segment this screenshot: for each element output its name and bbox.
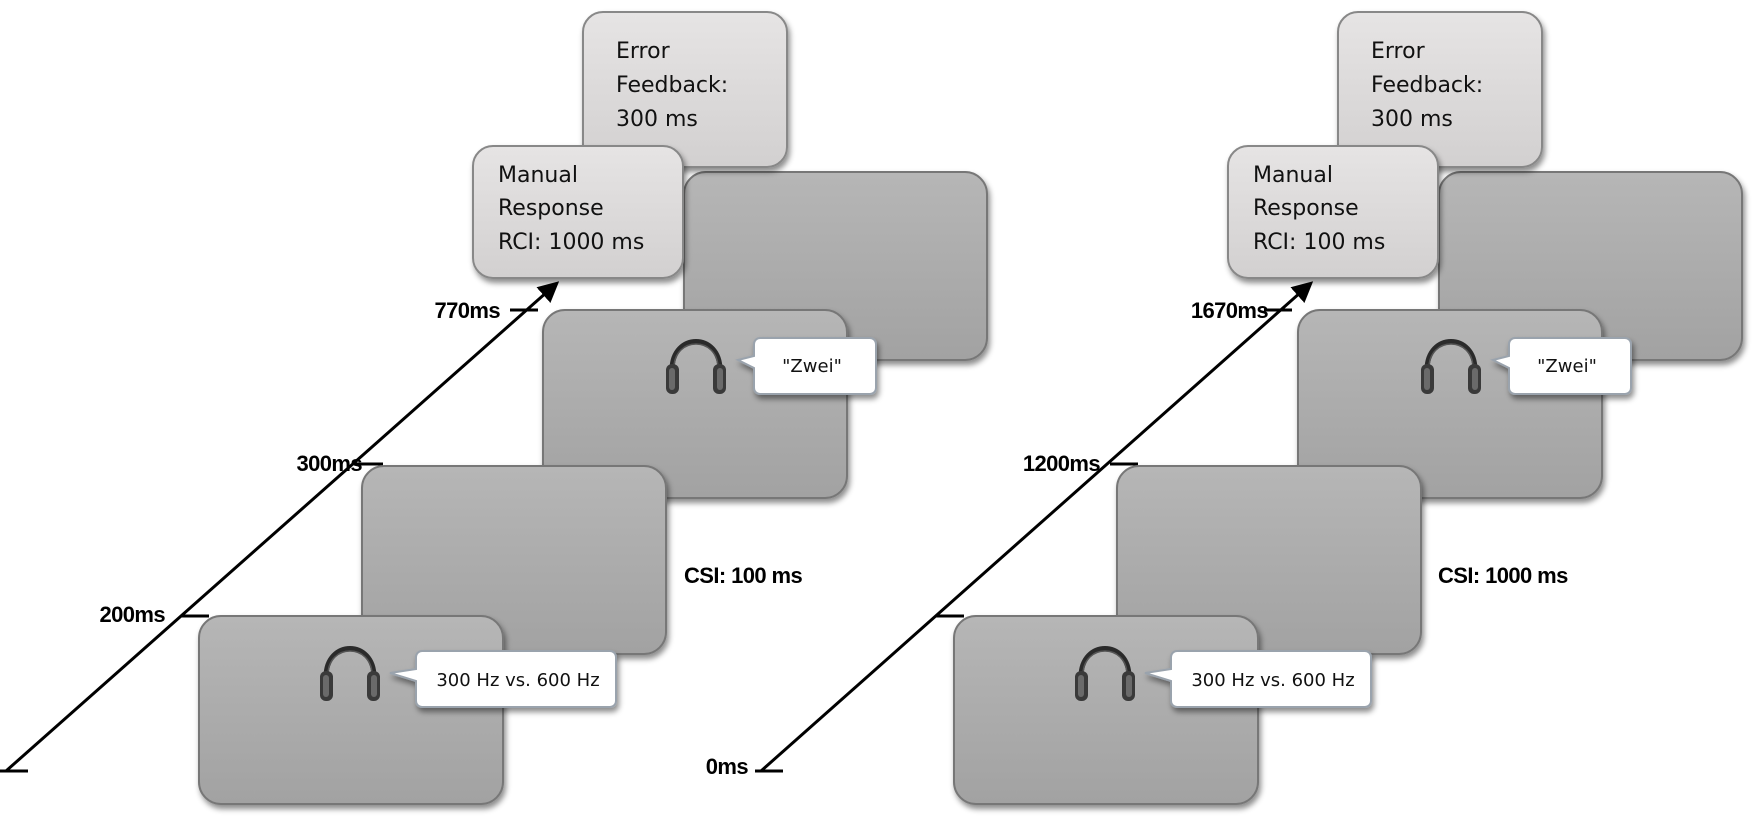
error-feedback-label: 300 ms [1371,107,1453,132]
time-tick-label: 200ms [99,602,165,627]
time-tick-label: 1200ms [1023,451,1101,476]
error-feedback-label: 300 ms [616,107,698,132]
csi-label: CSI: 100 ms [684,563,802,588]
time-tick-label: 770ms [434,298,500,323]
tone-screen [953,615,1259,805]
manual-response-label: RCI: 1000 ms [498,230,644,255]
panel-2: 1670ms 1200ms 0ms Error Feedback: 300 ms… [706,11,1743,805]
tone-screen [198,615,504,805]
speech-bubble [1490,337,1632,395]
manual-response-label: Manual [1253,163,1333,188]
csi-label: CSI: 1000 ms [1438,563,1568,588]
panel-1: 770ms 300ms 200ms Error Feedback: 300 ms… [0,11,988,805]
error-feedback-label: Feedback: [616,73,728,98]
speech-stimulus-text: "Zwei" [1537,356,1597,377]
speech-bubble [735,337,877,395]
error-feedback-label: Error [616,39,671,64]
manual-response-label: Manual [498,163,578,188]
tone-stimulus-text: 300 Hz vs. 600 Hz [1191,670,1354,691]
manual-response-box [1227,145,1439,279]
speech-bubble [389,650,617,708]
error-feedback-box [582,11,788,168]
manual-response-label: RCI: 100 ms [1253,230,1385,255]
time-tick-label: 1670ms [1191,298,1269,323]
error-feedback-box [1337,11,1543,168]
time-tick-label: 0ms [706,754,749,779]
timeline-axis [0,281,560,773]
error-feedback-label: Error [1371,39,1426,64]
manual-response-label: Response [1253,196,1359,221]
manual-response-label: Response [498,196,604,221]
manual-response-box [472,145,684,279]
error-feedback-label: Feedback: [1371,73,1483,98]
time-tick-label: 300ms [296,451,362,476]
speech-stimulus-text: "Zwei" [782,356,842,377]
speech-bubble [1144,650,1372,708]
tone-stimulus-text: 300 Hz vs. 600 Hz [436,670,599,691]
timeline-axis [755,281,1314,773]
